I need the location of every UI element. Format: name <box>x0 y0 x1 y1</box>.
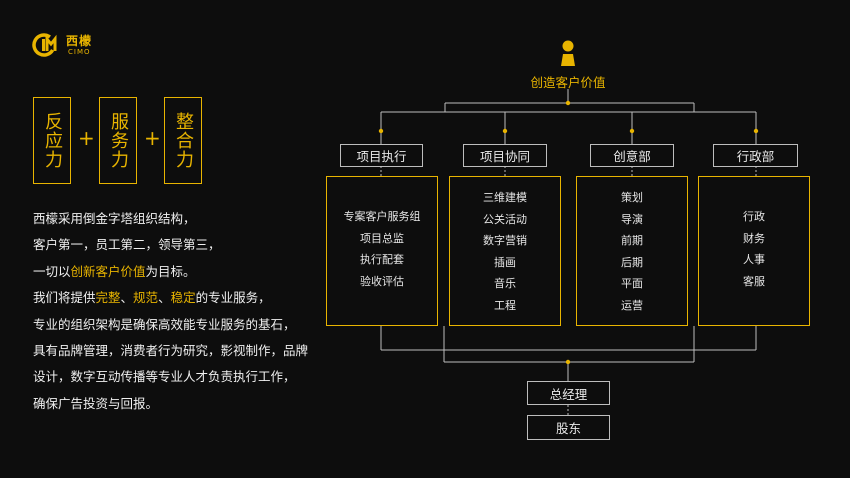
dept-item: 项目总监 <box>360 231 404 245</box>
dept-column-collaboration: 三维建模 公关活动 数字营销 插画 音乐 工程 <box>449 176 561 326</box>
dept-item: 插画 <box>494 255 516 269</box>
dept-column-creative: 策划 导演 前期 后期 平面 运营 <box>576 176 688 326</box>
dept-item: 专案客户服务组 <box>343 210 421 223</box>
dept-node-collaboration: 项目协同 <box>463 144 547 167</box>
dept-item: 音乐 <box>494 277 516 290</box>
power-box-reaction: 反应力 <box>33 97 71 184</box>
dept-item: 行政 <box>743 210 765 223</box>
dept-item: 客服 <box>743 274 765 288</box>
brand-name-cn: 西檬 <box>66 34 93 48</box>
general-manager-node: 总经理 <box>527 381 610 405</box>
desc-line: 客户第一，员工第二，领导第三， <box>33 237 221 253</box>
brand-name-en: CIMO <box>68 48 91 56</box>
dept-item: 数字营销 <box>483 234 527 247</box>
highlight-text: 规范 <box>133 290 159 306</box>
dept-item: 后期 <box>621 255 643 269</box>
dept-item: 策划 <box>621 191 643 204</box>
highlight-text: 创新客户价值 <box>70 263 146 279</box>
power-box-integration: 整合力 <box>164 97 202 184</box>
dept-item: 前期 <box>621 234 643 247</box>
person-icon <box>561 40 575 66</box>
cimo-logo-icon <box>32 33 57 57</box>
desc-line: 确保广告投资与回报。 <box>33 395 159 411</box>
dept-column-execution: 专案客户服务组 项目总监 执行配套 验收评估 <box>326 176 438 326</box>
desc-line: 我们将提供完整、规范、稳定的专业服务， <box>33 290 271 306</box>
dept-item: 运营 <box>621 298 643 312</box>
apex-label: 创造客户价值 <box>530 75 606 90</box>
desc-line: 具有品牌管理，消费者行为研究，影视制作，品牌 <box>33 343 309 359</box>
desc-line: 一切以创新客户价值为目标。 <box>33 263 196 279</box>
highlight-text: 完整 <box>95 290 121 306</box>
dept-item: 工程 <box>494 298 516 312</box>
dept-item: 公关活动 <box>483 212 527 226</box>
dept-item: 导演 <box>621 212 643 226</box>
company-description: 西檬采用倒金字塔组织结构， 客户第一，员工第二，领导第三， 一切以创新客户价值为… <box>33 206 353 417</box>
plus-sign: + <box>144 126 161 150</box>
dept-node-creative: 创意部 <box>590 144 674 167</box>
desc-line: 设计，数字互动传播等专业人才负责执行工作， <box>33 369 296 385</box>
dept-item: 平面 <box>621 277 643 290</box>
dept-item: 执行配套 <box>360 253 404 266</box>
dept-node-admin: 行政部 <box>713 144 798 167</box>
desc-line: 专业的组织架构是确保高效能专业服务的基石， <box>33 316 296 332</box>
highlight-text: 稳定 <box>170 290 196 306</box>
desc-line: 西檬采用倒金字塔组织结构， <box>33 211 196 226</box>
dept-item: 人事 <box>743 253 765 266</box>
power-box-service: 服务力 <box>99 97 137 184</box>
brand-logo: 西檬 CIMO <box>32 32 102 60</box>
plus-sign: + <box>78 126 95 150</box>
dept-node-execution: 项目执行 <box>340 144 423 167</box>
dept-column-admin: 行政 财务 人事 客服 <box>698 176 810 326</box>
dept-item: 验收评估 <box>360 274 404 288</box>
shareholders-node: 股东 <box>527 415 610 440</box>
dept-item: 三维建模 <box>483 191 527 204</box>
dept-item: 财务 <box>743 231 765 245</box>
